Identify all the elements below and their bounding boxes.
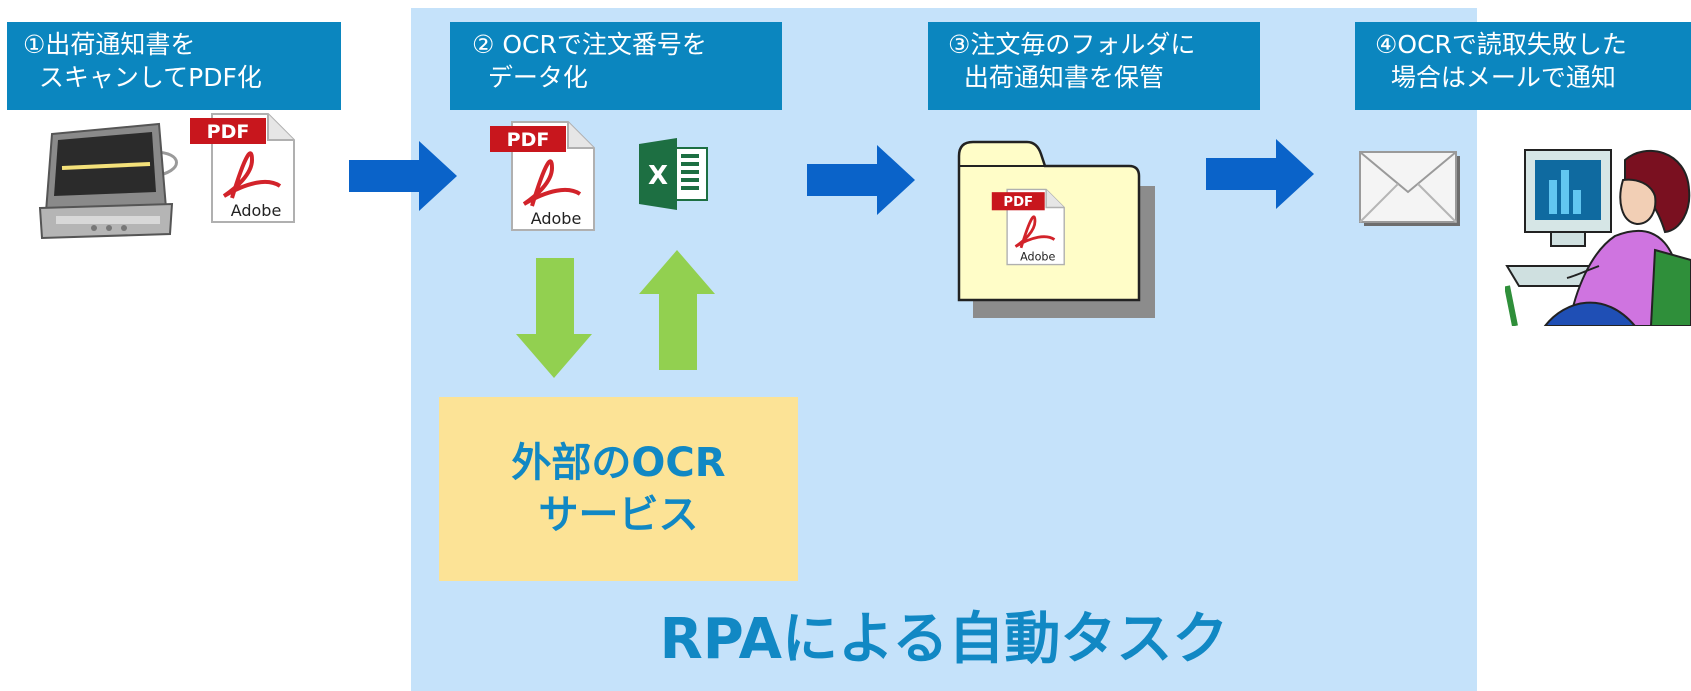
flow-arrow-1 <box>349 141 457 211</box>
ocr-response-arrow <box>639 250 715 370</box>
flow-arrow-3 <box>1206 139 1314 209</box>
rpa-area-title: RPAによる自動タスク <box>659 607 1229 672</box>
excel-icon: X <box>639 138 708 210</box>
step-1-label: ①出荷通知書を スキャンしてPDF化 <box>7 22 341 110</box>
step-2-label: ② OCRで注文番号を データ化 <box>450 22 782 110</box>
pdf-brand-text: Adobe <box>231 201 282 220</box>
step-3-label: ③注文毎のフォルダに 出荷通知書を保管 <box>928 22 1260 110</box>
excel-letter: X <box>648 161 668 191</box>
pdf-icon: PDF Adobe <box>490 121 595 231</box>
pdf-brand-text: Adobe <box>1020 250 1055 263</box>
ocr-service-box: 外部のOCR サービス <box>439 397 798 581</box>
person-at-computer-icon <box>1505 149 1691 326</box>
pdf-badge-text: PDF <box>207 121 250 143</box>
step-4-label: ④OCRで読取失敗した 場合はメールで通知 <box>1355 22 1691 110</box>
ocr-request-arrow <box>516 258 592 378</box>
scanner-icon <box>38 122 178 240</box>
pdf-icon: PDF Adobe <box>991 188 1065 266</box>
pdf-brand-text: Adobe <box>531 209 582 228</box>
mail-icon <box>1359 151 1460 226</box>
pdf-badge-text: PDF <box>507 129 550 151</box>
pdf-icon: PDF Adobe <box>190 113 295 223</box>
flow-arrow-2 <box>807 145 915 215</box>
pdf-badge-text: PDF <box>1003 195 1033 210</box>
